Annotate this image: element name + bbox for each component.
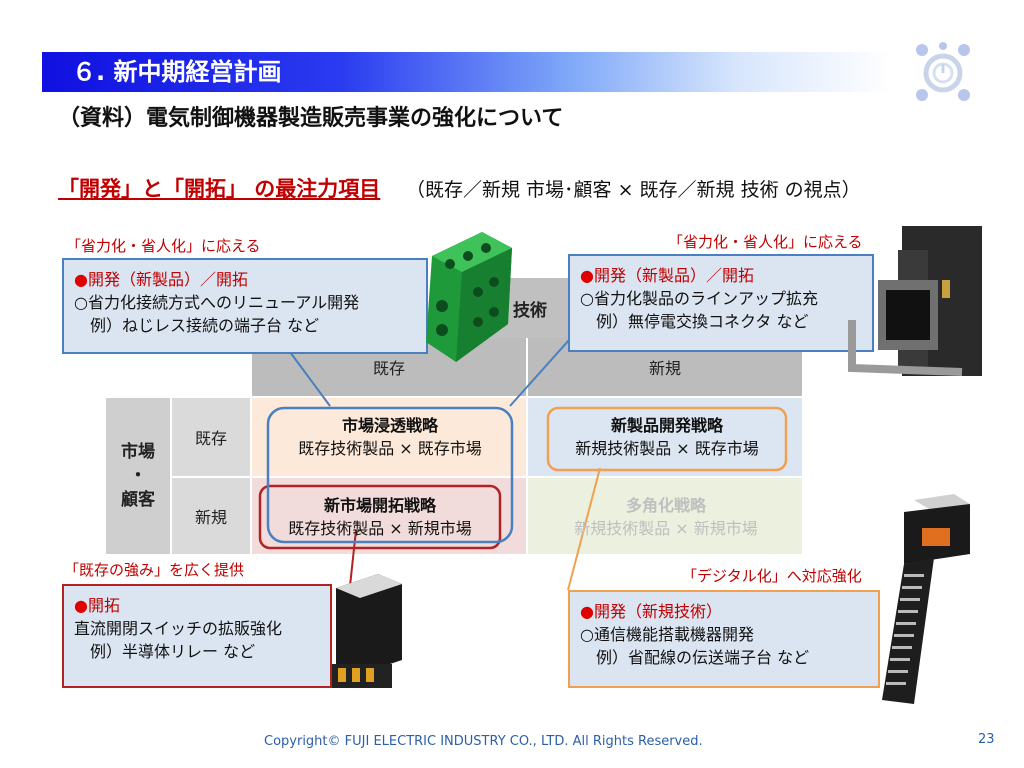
company-logo-icon	[916, 42, 970, 101]
red-bullet-icon: ●	[580, 602, 594, 621]
frame-existing-tech	[266, 406, 514, 544]
q1-text: 市場浸透戦略 既存技術製品 × 既存市場	[268, 414, 512, 460]
callout-top-right-head: 開発（新製品）／開拓	[593, 266, 754, 285]
transmission-terminal-image	[882, 494, 970, 704]
red-bullet-icon: ●	[580, 266, 594, 285]
connector-bottom-right	[567, 467, 601, 591]
red-bullet-icon: ●	[74, 596, 88, 615]
callout-top-left-line1: ○省力化接続方式へのリニューアル開発	[74, 293, 360, 312]
callout-top-right-line1: ○省力化製品のラインアップ拡充	[580, 289, 818, 308]
callout-bottom-left-head: 開拓	[87, 596, 120, 615]
frame-market-development	[258, 484, 502, 550]
callout-top-left-head: 開発（新製品）／開拓	[87, 270, 248, 289]
q2-desc: 新規技術製品 × 既存市場	[575, 439, 759, 458]
tag-top-right: 「省力化・省人化」に応える	[668, 233, 863, 251]
callout-bottom-right-line1: ○通信機能搭載機器開発	[580, 625, 754, 644]
connector-image	[848, 226, 982, 376]
connector-top-right	[509, 329, 579, 407]
relay-image	[332, 574, 402, 688]
matrix-row-head: 市場 ・ 顧客	[106, 398, 170, 554]
row-head-line2: ・	[129, 466, 147, 486]
frame-product-development	[546, 406, 788, 472]
footer-copyright: Copyright© FUJI ELECTRIC INDUSTRY CO., L…	[264, 734, 703, 749]
q1-desc: 既存技術製品 × 既存市場	[298, 439, 482, 458]
matrix-row-existing: 既存	[172, 398, 250, 476]
red-bullet-icon: ●	[74, 270, 88, 289]
quadrant-diversification	[528, 478, 802, 554]
q2-title: 新製品開発戦略	[610, 416, 723, 435]
callout-bottom-right-line2: 例）省配線の伝送端子台 など	[580, 648, 810, 667]
q3-desc: 既存技術製品 × 新規市場	[288, 519, 472, 538]
section-title: ６. 新中期経営計画	[72, 58, 282, 86]
row-head-line1: 市場	[121, 442, 155, 462]
focus-note: （既存／新規 市場･顧客 × 既存／新規 技術 の視点）	[406, 179, 861, 201]
row-head-line3: 顧客	[121, 490, 155, 510]
callout-bottom-right-head: 開発（新規技術）	[593, 602, 722, 621]
callout-top-right: ●開発（新製品）／開拓 ○省力化製品のラインアップ拡充 例）無停電交換コネクタ …	[568, 254, 874, 352]
matrix-row-new: 新規	[172, 478, 250, 554]
header-bar	[42, 52, 892, 92]
page-number: 23	[978, 732, 995, 747]
q3-text: 新市場開拓戦略 既存技術製品 × 新規市場	[260, 494, 500, 540]
q4-title: 多角化戦略	[625, 496, 706, 515]
tag-bottom-right: 「デジタル化」へ対応強化	[682, 567, 862, 585]
callout-top-right-line2: 例）無停電交換コネクタ など	[580, 312, 809, 331]
q4-desc: 新規技術製品 × 新規市場	[574, 519, 758, 538]
callout-bottom-left-line1: 直流開閉スイッチの拡販強化	[74, 619, 283, 638]
quadrant-market-penetration	[252, 398, 526, 476]
callout-top-left-line2: 例）ねじレス接続の端子台 など	[74, 316, 320, 335]
page-subtitle: （資料）電気制御機器製造販売事業の強化について	[58, 106, 564, 131]
q3-title: 新市場開拓戦略	[323, 496, 436, 515]
q1-title: 市場浸透戦略	[341, 416, 438, 435]
focus-title: 「開発」と「開拓」 の最注力項目	[58, 177, 381, 201]
tag-top-left: 「省力化・省人化」に応える	[66, 237, 261, 255]
tag-bottom-left: 「既存の強み」を広く提供	[64, 561, 245, 579]
callout-bottom-left-line2: 例）半導体リレー など	[74, 642, 256, 661]
callout-top-left: ●開発（新製品）／開拓 ○省力化接続方式へのリニューアル開発 例）ねじレス接続の…	[62, 258, 428, 354]
q4-text: 多角化戦略 新規技術製品 × 新規市場	[536, 494, 796, 540]
connector-top-left	[289, 351, 331, 407]
terminal-block-image	[426, 232, 512, 362]
q2-text: 新製品開発戦略 新規技術製品 × 既存市場	[548, 414, 786, 460]
connector-bottom-left	[349, 529, 357, 587]
quadrant-product-development	[528, 398, 802, 476]
callout-bottom-right: ●開発（新規技術） ○通信機能搭載機器開発 例）省配線の伝送端子台 など	[568, 590, 880, 688]
callout-bottom-left: ●開拓 直流開閉スイッチの拡販強化 例）半導体リレー など	[62, 584, 332, 688]
